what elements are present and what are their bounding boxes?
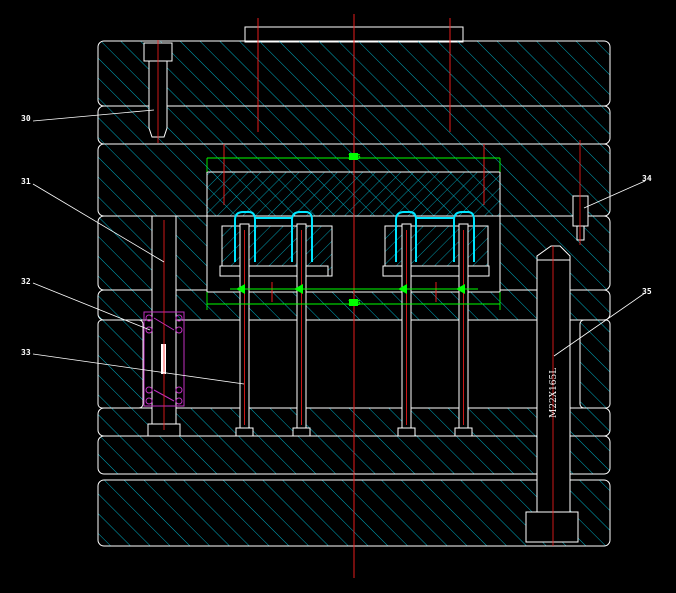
ejector-pin-head-3 <box>397 427 416 437</box>
leader-32 <box>32 282 151 331</box>
pin-centerlines <box>244 230 464 425</box>
callout-33: 33 <box>21 348 31 357</box>
bolt-size-label: M22X165L <box>549 368 559 418</box>
leader-lines <box>32 109 646 385</box>
callout-34: 34 <box>642 174 652 183</box>
callout-labels: 30 31 32 33 34 35 <box>21 114 652 357</box>
dimension-bottom: 356 <box>348 299 361 307</box>
leader-33 <box>32 353 245 385</box>
product-4 <box>453 211 475 262</box>
cavity-insert <box>206 171 501 293</box>
spring-coils <box>145 314 183 405</box>
ejector-pin-head-2 <box>292 427 311 437</box>
dimension-marks <box>236 153 465 306</box>
long-bolt-head <box>525 511 579 543</box>
callout-32: 32 <box>21 277 31 286</box>
product-1 <box>234 211 256 262</box>
core-base-left <box>219 265 329 277</box>
leader-35 <box>553 292 646 357</box>
core-base-right <box>382 265 490 277</box>
right-small-pin <box>572 140 589 245</box>
callout-35: 35 <box>642 287 652 296</box>
callout-30: 30 <box>21 114 31 123</box>
product-3 <box>395 211 417 262</box>
leader-31 <box>32 183 165 263</box>
return-pin-assembly <box>143 215 185 437</box>
right-small-pin-body <box>572 195 589 227</box>
top-screw <box>143 40 173 143</box>
right-small-pin-tip <box>576 225 585 241</box>
product-2 <box>291 211 313 262</box>
spring-slot <box>161 344 166 374</box>
ejector-pin-head-1 <box>235 427 254 437</box>
product-outlines <box>234 211 475 262</box>
spacer-block-right <box>579 319 611 409</box>
dimension-top: 356 <box>348 153 361 161</box>
callout-31: 31 <box>21 177 31 186</box>
ejector-pin-head-4 <box>454 427 473 437</box>
long-bolt: M22X165L <box>525 245 579 546</box>
leader-34 <box>583 180 646 209</box>
cavity-insert-block <box>206 171 501 217</box>
leader-30 <box>32 109 155 122</box>
centerlines <box>223 14 485 578</box>
